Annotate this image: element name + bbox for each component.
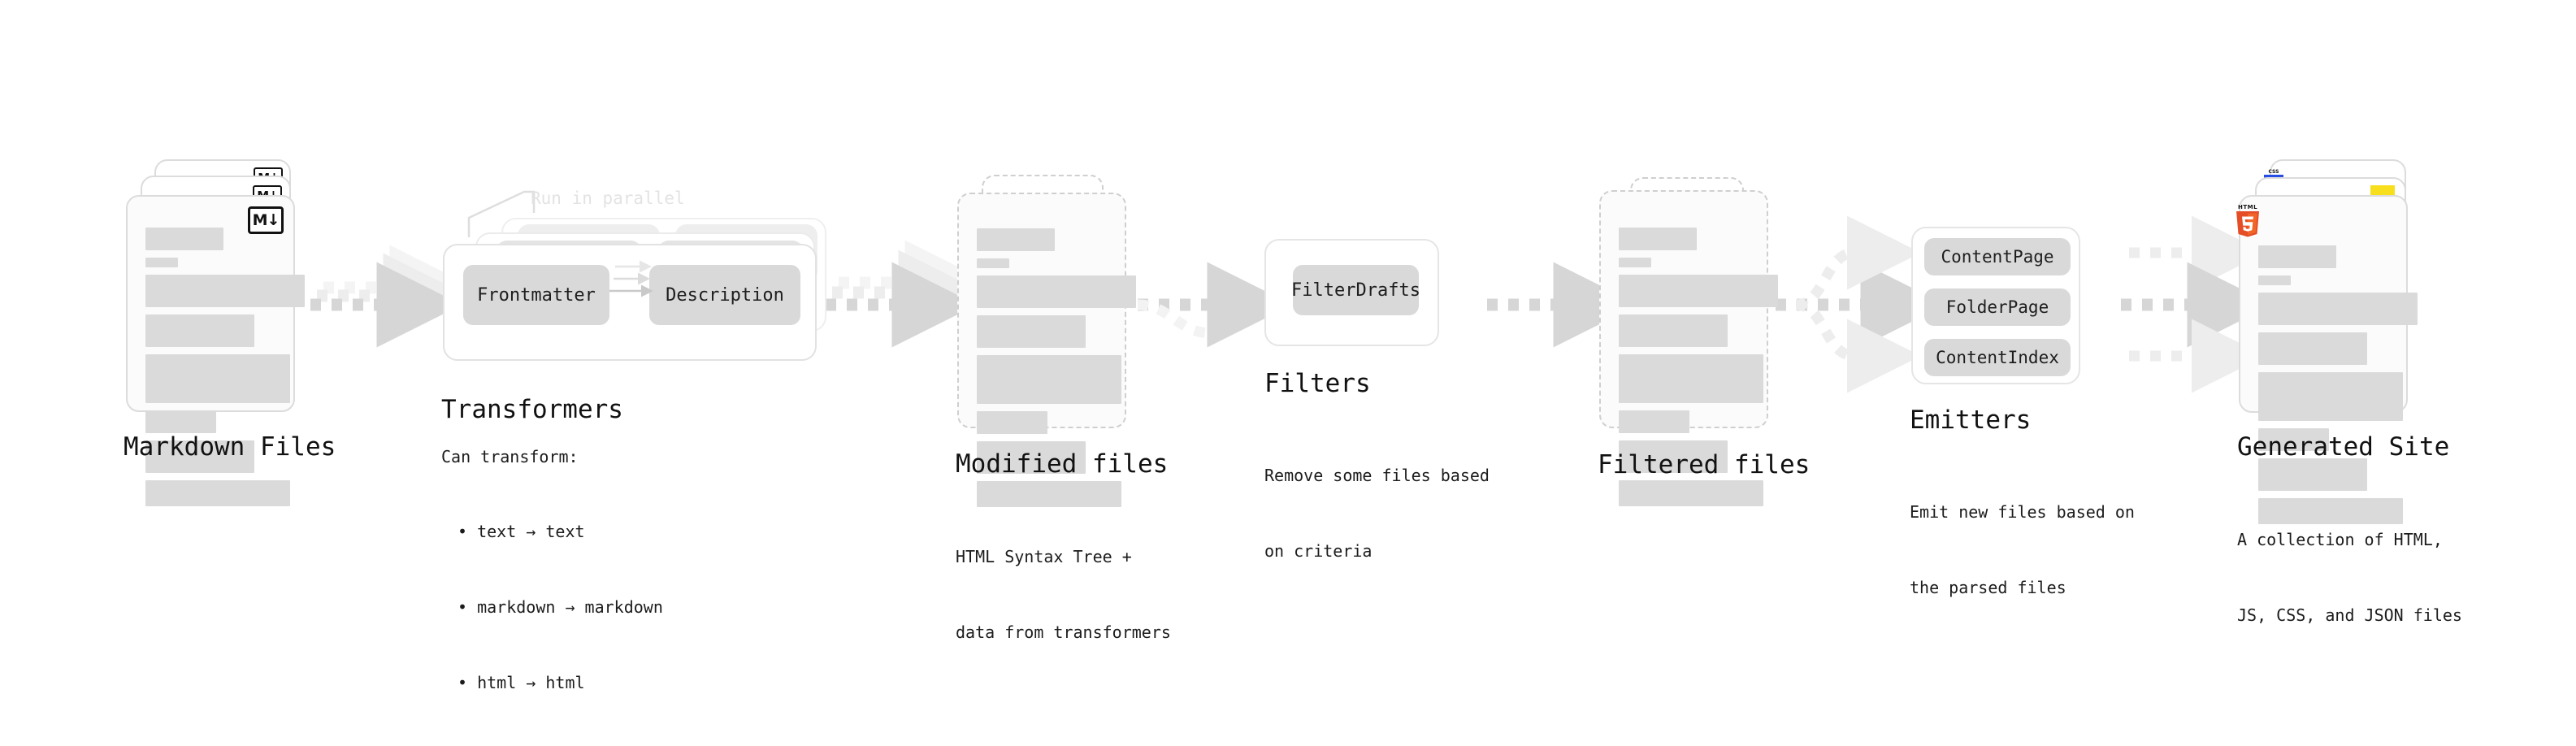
filters-subtitle-line: Remove some files based bbox=[1264, 466, 1490, 485]
markdown-badge-icon: M↓ bbox=[248, 206, 284, 234]
html5-badge-icon: HTML bbox=[2232, 202, 2263, 237]
markdown-card-front: M↓ bbox=[126, 195, 305, 506]
css3-badge-icon: CSS bbox=[2262, 167, 2286, 180]
site-subtitle-line: A collection of HTML, bbox=[2237, 530, 2443, 549]
emitters-title: Emitters bbox=[1910, 406, 2032, 435]
connector-transformers-to-modified bbox=[826, 240, 991, 348]
doc-content-lines bbox=[2258, 245, 2418, 531]
filtered-card-front bbox=[1599, 190, 1778, 506]
filters-subtitle: Remove some files based on criteria bbox=[1264, 413, 1490, 614]
modified-files-subtitle: HTML Syntax Tree + data from transformer… bbox=[956, 494, 1171, 696]
svg-text:CSS: CSS bbox=[2269, 169, 2279, 175]
modified-files-title: Modified files bbox=[956, 449, 1169, 479]
connector-filtered-to-emitters bbox=[1776, 215, 1946, 393]
transformers-title: Transformers bbox=[441, 395, 623, 424]
emitter-chip-contentindex[interactable]: ContentIndex bbox=[1924, 339, 2071, 376]
filtered-files-title: Filtered files bbox=[1598, 450, 1811, 479]
stage-generated-site: CSS HTML bbox=[2236, 159, 2462, 625]
filters-container: FilterDrafts bbox=[1264, 239, 1439, 346]
stage-modified-files: Modified files HTML Syntax Tree + data f… bbox=[956, 175, 1171, 642]
emitter-chip-contentpage[interactable]: ContentPage bbox=[1924, 238, 2071, 275]
emitter-chip-folderpage[interactable]: FolderPage bbox=[1924, 288, 2071, 326]
stage-markdown-files: M↓ M↓ M↓ Markdown Files bbox=[124, 159, 336, 506]
doc-content-lines bbox=[145, 228, 305, 514]
pipeline-diagram: M↓ M↓ M↓ Markdown Files bbox=[124, 159, 2462, 692]
generated-site-title: Generated Site bbox=[2237, 432, 2450, 462]
emitters-subtitle: Emit new files based on the parsed files bbox=[1910, 449, 2135, 651]
transformer-container-front: Frontmatter Description bbox=[443, 244, 817, 361]
modified-subtitle-line: HTML Syntax Tree + bbox=[956, 547, 1132, 566]
filter-chip-filterdrafts[interactable]: FilterDrafts bbox=[1291, 265, 1420, 315]
doc-content-lines bbox=[977, 228, 1136, 514]
site-subtitle-line: JS, CSS, and JSON files bbox=[2237, 605, 2462, 625]
markdown-files-title: Markdown Files bbox=[124, 432, 336, 462]
transformer-chip-description[interactable]: Description bbox=[649, 265, 800, 325]
generated-site-subtitle: A collection of HTML, JS, CSS, and JSON … bbox=[2237, 477, 2462, 679]
modified-file-stack bbox=[957, 175, 1144, 507]
transformer-bullet-html: • html → html bbox=[458, 673, 585, 692]
markdown-file-stack: M↓ M↓ M↓ bbox=[126, 159, 313, 506]
stage-filtered-files: Filtered files bbox=[1598, 177, 1810, 506]
modified-subtitle-line: data from transformers bbox=[956, 622, 1171, 642]
transformer-chip-frontmatter[interactable]: Frontmatter bbox=[463, 265, 609, 325]
transformers-bullets: • text → text • markdown → markdown • ht… bbox=[458, 469, 663, 746]
connector-modified-to-filters bbox=[1137, 262, 1293, 348]
filters-subtitle-line: on criteria bbox=[1264, 541, 1373, 561]
run-in-parallel-label: Run in parallel bbox=[531, 189, 685, 208]
filtered-file-stack bbox=[1599, 177, 1786, 506]
emitters-subtitle-line: the parsed files bbox=[1910, 578, 2066, 597]
emitters-container: ContentPage FolderPage ContentIndex bbox=[1911, 227, 2080, 384]
transformer-bullet-markdown: • markdown → markdown bbox=[458, 597, 663, 617]
transformers-subtitle: Can transform: bbox=[441, 447, 579, 466]
doc-content-lines bbox=[1619, 228, 1778, 514]
generated-site-file-stack: CSS HTML bbox=[2236, 159, 2434, 524]
connector-md-to-transformers bbox=[310, 245, 475, 348]
connector-emitters-to-site bbox=[2121, 215, 2273, 393]
transformer-bullet-text: • text → text bbox=[458, 522, 585, 541]
svg-text:HTML: HTML bbox=[2238, 204, 2257, 210]
site-card-front: HTML bbox=[2236, 195, 2418, 524]
filters-title: Filters bbox=[1264, 369, 1371, 398]
emitters-subtitle-line: Emit new files based on bbox=[1910, 502, 2135, 522]
modified-card-front bbox=[957, 193, 1136, 507]
